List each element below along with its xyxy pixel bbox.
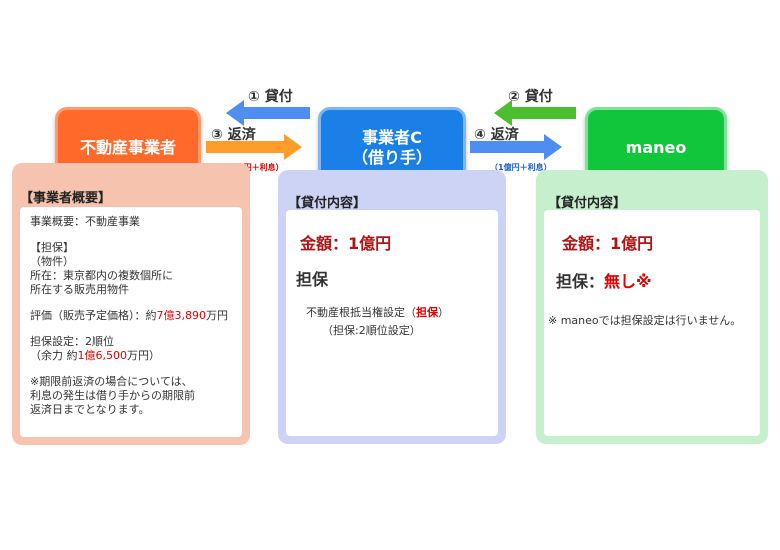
- mortgage-collateral-tag: 担保: [416, 306, 438, 319]
- loan-amount: 金額：1億円: [300, 234, 392, 253]
- note-line: 利息の発生は借り手からの期限前: [30, 389, 195, 402]
- mortgage-line: 不動産根抵当権設定（担保）: [306, 306, 449, 320]
- panel-body: 金額：1億円 担保 不動産根抵当権設定（担保） （担保:2順位設定）: [286, 210, 498, 436]
- overview-line: 担保設定：2順位: [30, 335, 114, 348]
- maneo-note: ※ maneoでは担保設定は行いません。: [548, 314, 742, 327]
- valuation-unit: 万円: [206, 309, 228, 322]
- valuation-value: 7億3,890: [156, 309, 207, 322]
- panel-title: 【事業者概要】: [20, 191, 112, 206]
- panel-title: 【貸付内容】: [288, 196, 367, 211]
- capacity-value: 1億6,500: [77, 349, 128, 362]
- overview-line: （物件）: [30, 255, 74, 268]
- lend1-arrow-icon: [226, 100, 310, 126]
- repay4-arrow-icon: [470, 134, 562, 160]
- loan-contents-panel-c: 【貸付内容】 金額：1億円 担保 不動産根抵当権設定（担保） （担保:2順位設定…: [278, 170, 506, 444]
- capacity-unit: 万円）: [127, 349, 160, 362]
- repay3-interest-note: （1億円＋利息）: [222, 163, 284, 172]
- panel-body: 事業概要：不動産事業 【担保】 （物件） 所在：東京都内の複数個所に 所在する販…: [20, 207, 242, 437]
- mortgage-close: ）: [438, 306, 449, 319]
- loan-amount: 金額：1億円: [562, 234, 654, 253]
- collateral-none: 無し※: [604, 272, 652, 291]
- business-overview-panel: 【事業者概要】 事業概要：不動産事業 【担保】 （物件） 所在：東京都内の複数個…: [12, 163, 250, 445]
- lend2-label: ② 貸付: [508, 89, 553, 105]
- overview-line: 事業概要：不動産事業: [30, 215, 140, 228]
- lend1-label: ① 貸付: [248, 89, 293, 105]
- mortgage-rank-line: （担保:2順位設定）: [322, 324, 421, 337]
- panel-body: 金額：1億円 担保：無し※ ※ maneoでは担保設定は行いません。: [544, 210, 760, 436]
- repay4-label: ④ 返済: [474, 127, 519, 143]
- collateral-label: 担保：: [556, 272, 605, 291]
- loan-contents-panel-maneo: 【貸付内容】 金額：1億円 担保：無し※ ※ maneoでは担保設定は行いません…: [536, 170, 768, 444]
- panel-title: 【貸付内容】: [548, 196, 627, 211]
- lend2-arrow-icon: [494, 100, 576, 126]
- repay4-interest-note: （1億円＋利息）: [490, 163, 552, 172]
- overview-line: 【担保】: [30, 241, 74, 254]
- valuation-label: 評価（販売予定価格）：約: [30, 309, 157, 322]
- note-line: ※期限前返済の場合については、: [30, 375, 193, 388]
- mortgage-label: 不動産根抵当権設定（: [306, 306, 416, 319]
- overview-line: 所在：東京都内の複数個所に: [30, 269, 173, 282]
- repay3-label: ③ 返済: [211, 127, 256, 143]
- capacity-line: （余力 約1億6,500万円）: [30, 349, 160, 363]
- collateral-line: 担保：無し※: [556, 268, 652, 292]
- capacity-label: （余力 約: [30, 349, 78, 362]
- repay3-arrow-icon: [206, 134, 302, 160]
- collateral-heading: 担保: [296, 270, 329, 289]
- valuation-line: 評価（販売予定価格）：約7億3,890万円: [30, 309, 228, 323]
- overview-line: 所在する販売用物件: [30, 283, 129, 296]
- note-line: 返済日までとなります。: [30, 403, 150, 416]
